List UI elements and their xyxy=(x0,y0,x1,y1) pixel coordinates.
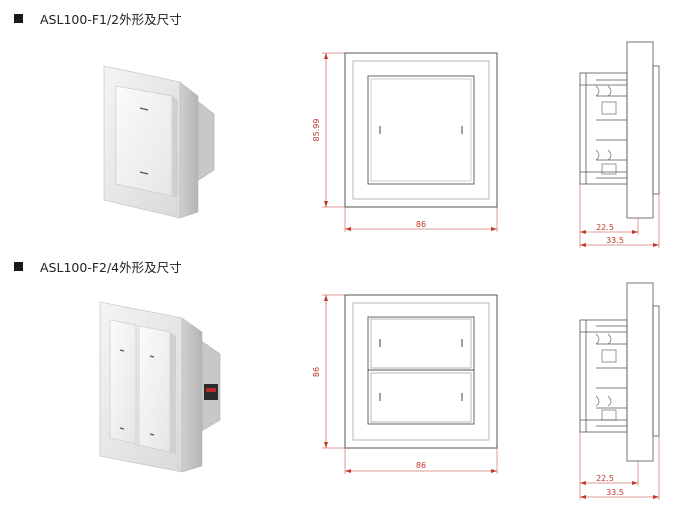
depth-dimension-label: 22.5 xyxy=(596,223,614,232)
section-title-1: ASL100-F1/2外形及尺寸 xyxy=(14,9,182,28)
height-dimension-label: 86 xyxy=(312,367,321,377)
side-view-2 xyxy=(579,282,660,462)
front-view-1 xyxy=(344,52,498,208)
section-title-text: ASL100-F1/2外形及尺寸 xyxy=(40,12,182,27)
bullet-icon xyxy=(14,14,23,23)
section-title-text: ASL100-F2/4外形及尺寸 xyxy=(40,260,182,275)
total-depth-dimension-label: 33.5 xyxy=(606,488,624,497)
switch-photo-2 xyxy=(99,301,221,473)
width-dimension-label: 86 xyxy=(416,220,426,229)
side-dimension-lines-2 xyxy=(579,432,660,500)
depth-dimension-label: 22.5 xyxy=(596,474,614,483)
height-dimension-label: 85.99 xyxy=(312,119,321,142)
width-dimension-label: 86 xyxy=(416,461,426,470)
bullet-icon xyxy=(14,262,23,271)
front-view-2 xyxy=(344,294,498,449)
dimension-lines-1 xyxy=(322,52,498,232)
side-view-1 xyxy=(579,41,660,219)
section-title-2: ASL100-F2/4外形及尺寸 xyxy=(14,257,182,276)
dimension-lines-2 xyxy=(322,294,498,474)
switch-photo-1 xyxy=(103,65,215,219)
side-dimension-lines-1 xyxy=(579,184,660,248)
total-depth-dimension-label: 33.5 xyxy=(606,236,624,245)
